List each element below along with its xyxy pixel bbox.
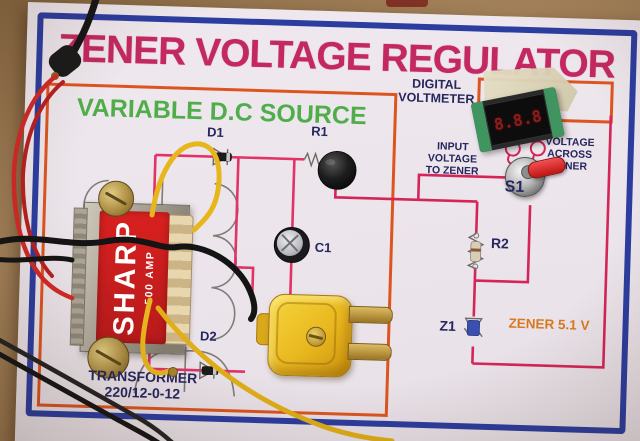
z1-zener-symbol (463, 317, 483, 338)
circuit-traces (147, 112, 613, 380)
zener-circuit-traces (333, 112, 613, 369)
c1-capacitor (273, 227, 310, 264)
zener-value-label: ZENER 5.1 V (508, 315, 590, 333)
r2-resistor (466, 232, 485, 270)
z1-label: Z1 (439, 317, 457, 334)
r1-potentiometer (303, 150, 357, 190)
circuit-board: ZENER VOLTAGE REGULATOR VARIABLE D.C SOU… (13, 2, 640, 441)
voltmeter-screen: 8.8.8 (483, 93, 553, 147)
z1-diode-body (466, 319, 480, 337)
s1-label: S1 (504, 178, 525, 196)
transformer-caption: TRANSFORMER 220/12-0-12 (66, 366, 219, 403)
r2-label: R2 (490, 235, 510, 252)
background-mark (386, 0, 428, 7)
plug-pin-top (348, 305, 394, 325)
c1-label: C1 (314, 239, 332, 256)
transformer-brand-label: SHARP 500 AMP (95, 210, 170, 345)
d1-label: D1 (206, 124, 225, 140)
r1-knob (317, 150, 357, 190)
transformer: SHARP 500 AMP (65, 180, 202, 380)
power-plug (255, 291, 398, 383)
d1-diode-symbol (212, 147, 232, 166)
plug-pin-bottom (347, 342, 392, 362)
transformer-brand-text: SHARP (108, 218, 144, 336)
voltmeter-digits: 8.8.8 (492, 105, 544, 134)
r1-label: R1 (311, 123, 329, 140)
d2-label: D2 (199, 328, 217, 344)
transformer-rating-text: 500 AMP (142, 250, 157, 305)
